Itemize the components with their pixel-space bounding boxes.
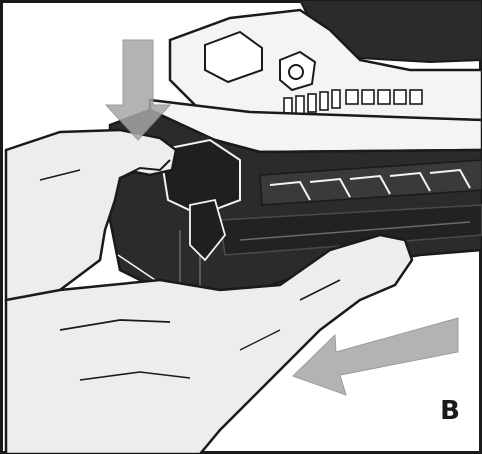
slide-out-arrow-icon — [292, 317, 459, 396]
tool-body — [168, 0, 482, 122]
press-down-arrow-icon — [104, 39, 172, 141]
right-hand — [4, 233, 414, 454]
step-label: B — [440, 396, 460, 426]
